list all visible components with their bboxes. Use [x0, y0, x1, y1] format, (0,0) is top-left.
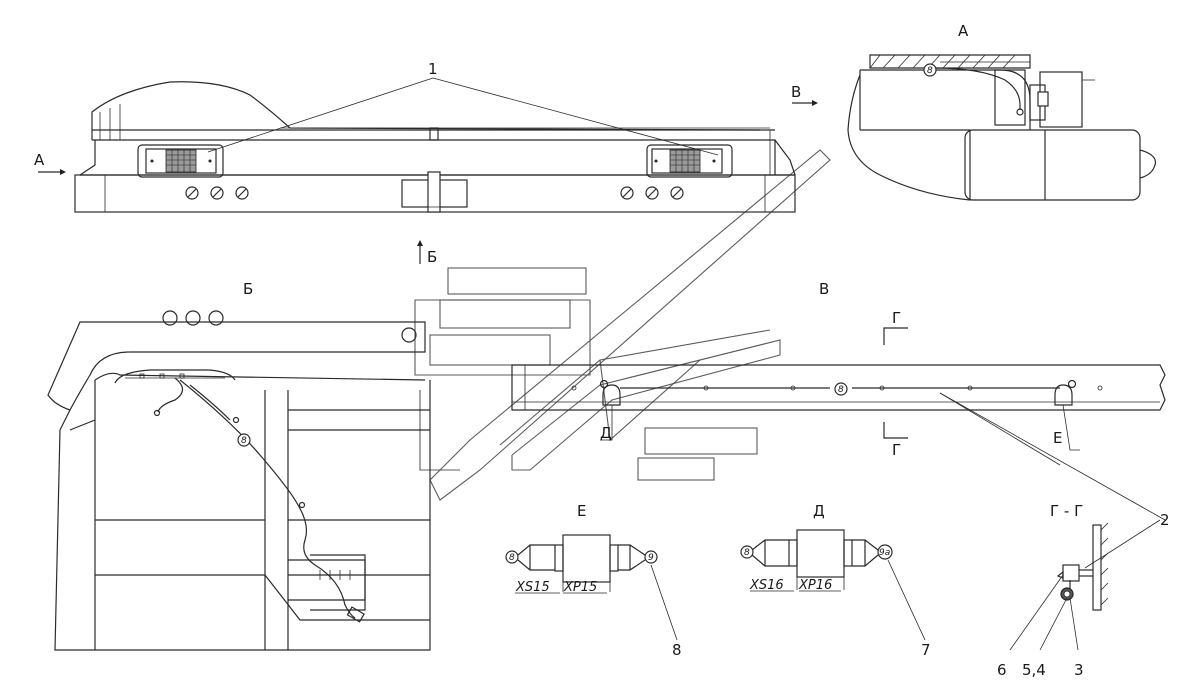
- view-arrow-v-label: В: [791, 83, 801, 101]
- wire-tag-b: [237, 433, 251, 447]
- detail-d-marker: Д: [600, 424, 612, 442]
- callout-8: 8: [672, 641, 682, 659]
- section-g: [1009, 519, 1161, 651]
- section-mark-bottom: [883, 422, 908, 439]
- section-mark-top-label: Г: [892, 309, 901, 327]
- wire-tag-a: [923, 63, 937, 77]
- view-v: [511, 364, 1166, 521]
- e-right-tag: [644, 550, 658, 564]
- view-b-title: Б: [243, 280, 253, 298]
- d-left-tag-label: 8: [744, 548, 750, 558]
- top-view: [74, 77, 796, 213]
- view-arrow-b: [417, 240, 423, 264]
- section-mark-bottom-label: Г: [892, 441, 901, 459]
- wire-tag-a-label: 8: [927, 66, 933, 76]
- view-arrow-a: [38, 169, 66, 175]
- watermark-logo: [414, 149, 831, 501]
- wire-tag-v-label: 8: [838, 385, 844, 395]
- view-arrow-b-label: Б: [427, 248, 437, 266]
- e-right-tag-label: 9: [648, 553, 654, 563]
- d-left-tag: [740, 545, 754, 559]
- e-left-tag: [505, 550, 519, 564]
- view-a-title: А: [958, 22, 969, 40]
- wire-tag-v: [834, 382, 848, 396]
- d-right-tag: [877, 544, 893, 560]
- section-mark-top: [883, 327, 908, 345]
- callout-6: 6: [997, 661, 1007, 679]
- view-v-title: В: [819, 280, 829, 298]
- callout-2: 2: [1160, 511, 1170, 529]
- connector-xs15: XS15: [515, 580, 550, 595]
- connector-xp15: XP15: [563, 580, 597, 595]
- detail-e: [515, 534, 678, 641]
- connector-xp16: XP16: [798, 578, 832, 593]
- wire-tag-b-label: 8: [241, 436, 247, 446]
- view-arrow-v: [792, 100, 818, 106]
- view-a: [847, 54, 1157, 201]
- view-b: [47, 310, 431, 651]
- section-g-title: Г - Г: [1050, 502, 1083, 520]
- callout-7: 7: [921, 641, 931, 659]
- callout-3: 3: [1074, 661, 1084, 679]
- connector-xs16: XS16: [749, 578, 784, 593]
- d-right-tag-label: 9а: [879, 548, 890, 558]
- detail-e-marker: Е: [1053, 429, 1062, 447]
- view-arrow-a-label: А: [34, 151, 45, 169]
- e-left-tag-label: 8: [509, 553, 515, 563]
- callout-5-4: 5,4: [1022, 661, 1046, 679]
- detail-d: [750, 529, 926, 641]
- callout-1: 1: [428, 60, 438, 78]
- detail-e-title: Е: [577, 502, 586, 520]
- detail-d-title: Д: [813, 502, 825, 520]
